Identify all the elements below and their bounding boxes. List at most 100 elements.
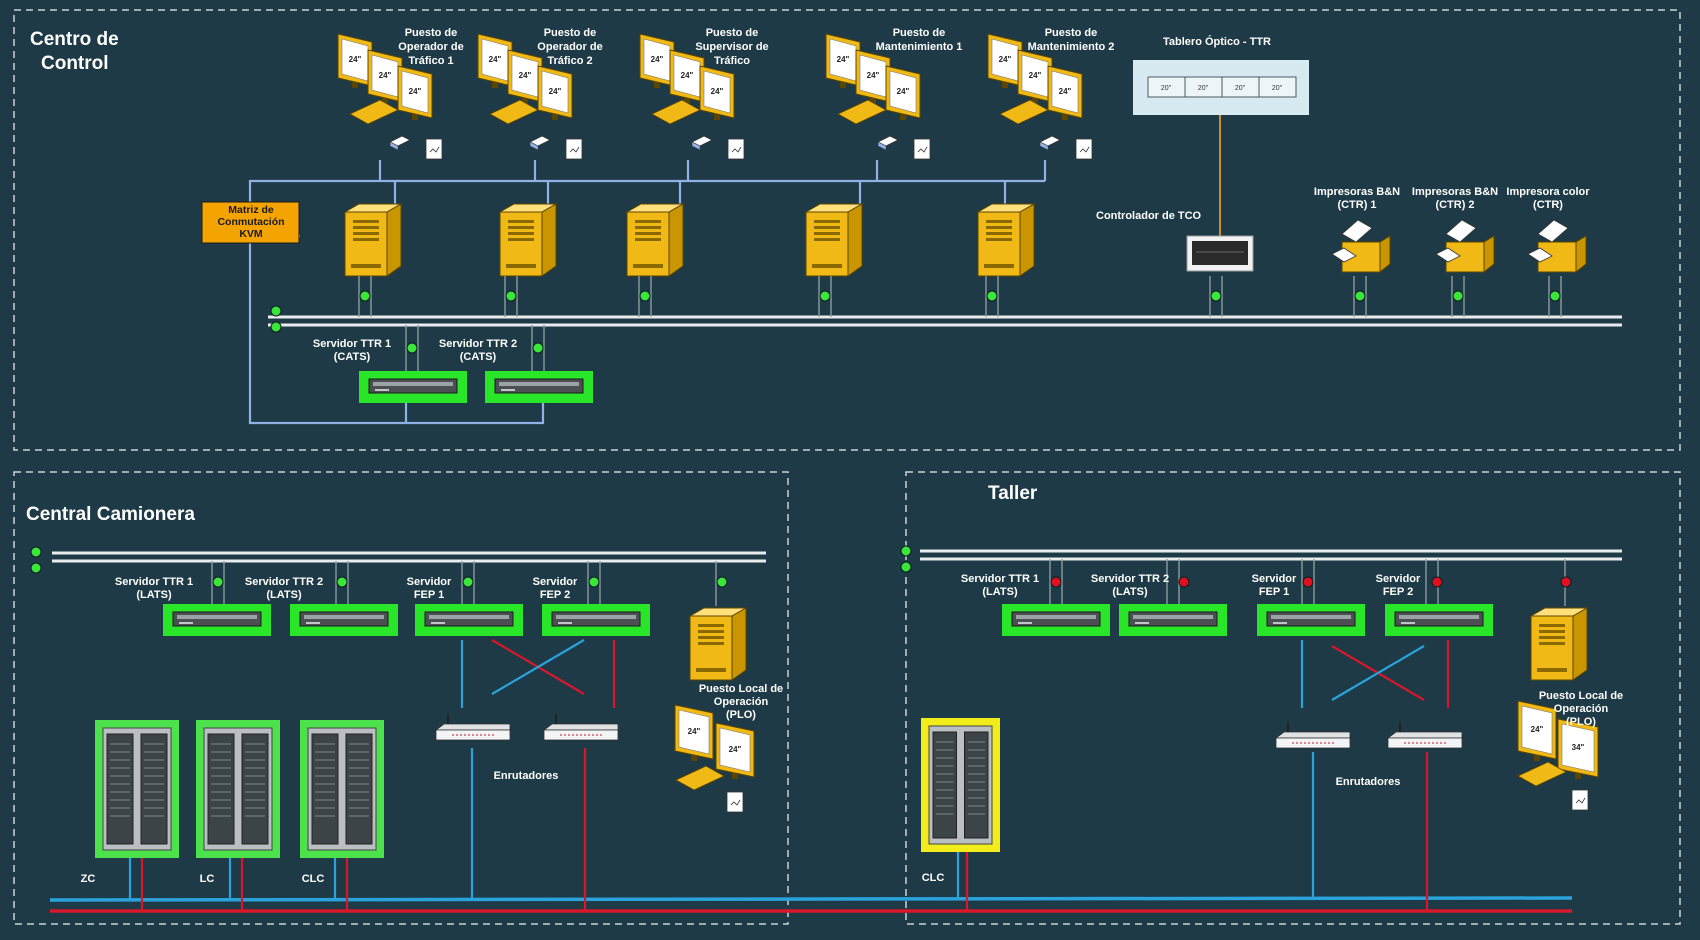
printer-2 — [1435, 219, 1495, 274]
workstation-4-monitor-2-size: 24" — [867, 71, 880, 80]
workstation-4-monitor-3: 24" — [885, 65, 921, 120]
taller-routers-label: Enrutadores — [1336, 776, 1401, 788]
taller-server-1 — [1002, 604, 1110, 636]
taller-server-3 — [1257, 604, 1365, 636]
ttr1-cats-led — [406, 342, 418, 354]
central-status-led-2 — [336, 576, 348, 588]
kvm-label-1: Matriz de — [228, 204, 274, 216]
taller-plo-monitor-2: 34" — [1557, 718, 1599, 779]
workstation-4: 24" 24" 24" — [825, 33, 931, 160]
taller-bus-led-2 — [900, 561, 912, 573]
device-layer: 24"24"24"24"24"24"24"24"24"24"24"24"24"2… — [30, 33, 1599, 858]
taller-status-led-3 — [1302, 576, 1314, 588]
central-server-4 — [542, 604, 650, 636]
taller-status-led-4 — [1431, 576, 1443, 588]
workstation-5-mouse — [1039, 135, 1061, 151]
central-routers-label: Enrutadores — [494, 770, 559, 782]
workstation-3-monitor-1-size: 24" — [651, 55, 664, 64]
control-status-led-5 — [986, 290, 998, 302]
workstation-5-monitor-2: 24" — [1017, 49, 1053, 104]
workstation-2-phone — [565, 138, 583, 160]
workstation-5-label-2: Mantenimiento 2 — [1028, 41, 1115, 53]
workstation-2: 24"24"24" — [477, 33, 583, 160]
kvm-matrix: Matriz de Conmutación KVM — [201, 201, 300, 244]
central-plo-phone — [726, 791, 744, 813]
workstation-3-mouse — [691, 135, 713, 151]
workstation-2-monitor-3: 24" — [537, 65, 573, 120]
taller-plo-label-3: (PLO) — [1566, 716, 1596, 728]
central-status-led-3 — [462, 576, 474, 588]
workstation-2-label-2: Operador de — [537, 41, 602, 53]
control-tower-5 — [976, 203, 1036, 277]
workstation-1-monitor-3: 24" — [397, 65, 433, 120]
taller-status-led-5 — [1560, 576, 1572, 588]
tco-label: Controlador de TCO — [1096, 210, 1202, 222]
control-server-ttr2-label-1: Servidor TTR 2 — [439, 338, 517, 350]
workstation-3-label-1: Puesto de — [706, 27, 759, 39]
printer-1-label-2: (CTR) 1 — [1337, 199, 1376, 211]
workstation-3-monitor-2: 24" — [669, 49, 705, 104]
ttr-board-title: Tablero Óptico - TTR — [1163, 35, 1271, 48]
workstation-1-monitor-2-size: 24" — [379, 71, 392, 80]
control-server-ttr2-cats — [485, 371, 593, 403]
taller-lan-bus — [920, 549, 1622, 561]
central-plo-monitor-1-size: 24" — [688, 727, 701, 736]
workstation-1-phone — [425, 138, 443, 160]
taller-router-2 — [1386, 722, 1463, 749]
taller-plo-workstation: 24"34" — [1517, 700, 1599, 811]
workstation-5-monitor-1: 24" — [987, 33, 1023, 88]
control-status-led-4 — [819, 290, 831, 302]
workstation-4-keyboard — [837, 99, 887, 125]
workstation-4-monitor-1-size: 24" — [837, 55, 850, 64]
central-server-2 — [290, 604, 398, 636]
tco-controller — [1186, 235, 1254, 272]
workstation-3-label-2: Supervisor de — [695, 41, 768, 53]
wan-links — [49, 639, 1573, 913]
workstation-2-keyboard — [489, 99, 539, 125]
central-plo-monitor-2: 24" — [715, 722, 755, 779]
central-rack-zc-label: ZC — [81, 873, 96, 885]
central-plo-tower — [688, 607, 748, 681]
taller-server-1-label-2: (LATS) — [982, 586, 1018, 598]
kvm-label-2: Conmutación — [217, 216, 284, 228]
control-status-led-8 — [1452, 290, 1464, 302]
central-lan-bus — [52, 551, 766, 563]
workstation-3-keyboard — [651, 99, 701, 125]
workstation-1-label-3: Tráfico 1 — [408, 55, 453, 67]
workstation-1-label-2: Operador de — [398, 41, 463, 53]
workstation-1-monitor-2: 24" — [367, 49, 403, 104]
ttr-board-segment-1: 20" — [1161, 85, 1172, 92]
control-status-led-2 — [505, 290, 517, 302]
workstation-5-monitor-3-size: 24" — [1059, 87, 1072, 96]
workstation-1-monitor-1: 24" — [337, 33, 373, 88]
central-status-led-4 — [588, 576, 600, 588]
central-rack-lc-label: LC — [200, 873, 215, 885]
taller-status-led-1 — [1050, 576, 1062, 588]
taller-plo-label-1: Puesto Local de — [1539, 690, 1623, 702]
workstation-5-monitor-2-size: 24" — [1029, 71, 1042, 80]
workstation-1-mouse — [389, 135, 411, 151]
ttr2-cats-led — [532, 342, 544, 354]
ttr-board-segment-4: 20" — [1272, 85, 1283, 92]
central-router-2 — [542, 714, 619, 741]
workstation-3-phone — [727, 138, 745, 160]
workstation-4-label-1: Puesto de — [893, 27, 946, 39]
workstation-5-monitor-3: 24" — [1047, 65, 1083, 120]
workstation-2-monitor-1: 24" — [477, 33, 513, 88]
central-server-4-label-1: Servidor — [533, 576, 578, 588]
taller-title: Taller — [988, 483, 1038, 504]
printer-2-label-1: Impresoras B&N — [1412, 186, 1498, 198]
printer-1-label-1: Impresoras B&N — [1314, 186, 1400, 198]
ttr-board-segment-2: 20" — [1198, 85, 1209, 92]
zone-centro-de-control — [13, 9, 1681, 451]
workstation-3-label-3: Tráfico — [714, 55, 750, 67]
taller-rack-clc — [921, 718, 1000, 852]
printer-3 — [1527, 219, 1587, 274]
taller-server-4-label-1: Servidor — [1376, 573, 1421, 585]
workstation-5-phone — [1075, 138, 1093, 160]
label-layer: Puesto de Operador de Tráfico 1 Puesto de Op… — [81, 27, 1624, 885]
workstation-4-monitor-1: 24" — [825, 33, 861, 88]
printer-2-label-2: (CTR) 2 — [1435, 199, 1474, 211]
